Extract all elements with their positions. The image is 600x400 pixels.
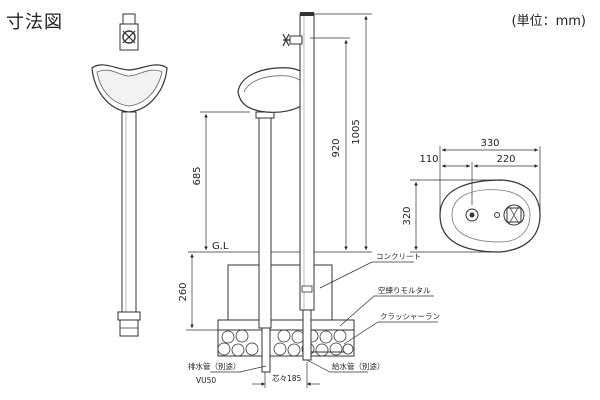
faucet-side-icon <box>282 33 290 47</box>
page-title: 寸法図 <box>6 12 63 33</box>
dim-330: 330 <box>480 138 499 149</box>
dim-920: 920 <box>331 138 342 157</box>
plan-view <box>439 179 541 253</box>
side-view <box>188 12 355 373</box>
dim-pipe-spacing: 芯々185 <box>272 373 302 383</box>
dim-685: 685 <box>192 166 203 185</box>
callout-lines <box>210 261 438 373</box>
callout-drain: 排水管（別途） <box>188 361 241 371</box>
callout-concrete: コンクリート <box>376 252 421 261</box>
dim-260: 260 <box>178 282 189 301</box>
callout-crusher: クラッシャーラン <box>380 312 440 321</box>
unit-label: (単位：mm) <box>511 14 586 29</box>
drain-pipe-lower <box>261 327 271 373</box>
callout-mortar: 空練りモルタル <box>378 285 431 295</box>
basin-plan <box>439 179 541 253</box>
handle-cross <box>122 30 136 44</box>
supply-pipe <box>302 309 312 361</box>
plan-dimension-lines <box>410 146 541 253</box>
mortar-layer <box>217 319 355 331</box>
dim-320: 320 <box>402 206 413 225</box>
base-fitting <box>117 311 141 321</box>
dim-1005: 1005 <box>351 119 362 144</box>
dim-110: 110 <box>419 154 438 165</box>
dim-220: 220 <box>496 154 515 165</box>
dimension-lines <box>186 13 372 388</box>
drain-pipe <box>258 115 272 329</box>
gl-label: G.L <box>212 241 229 252</box>
pole-front <box>121 111 137 313</box>
faucet-top <box>122 13 136 25</box>
concrete-block <box>227 264 333 321</box>
main-pole <box>299 13 315 311</box>
callout-supply: 給水管（別途） <box>332 361 385 371</box>
front-view <box>91 13 168 337</box>
callout-drain-spec: VU50 <box>196 376 216 385</box>
